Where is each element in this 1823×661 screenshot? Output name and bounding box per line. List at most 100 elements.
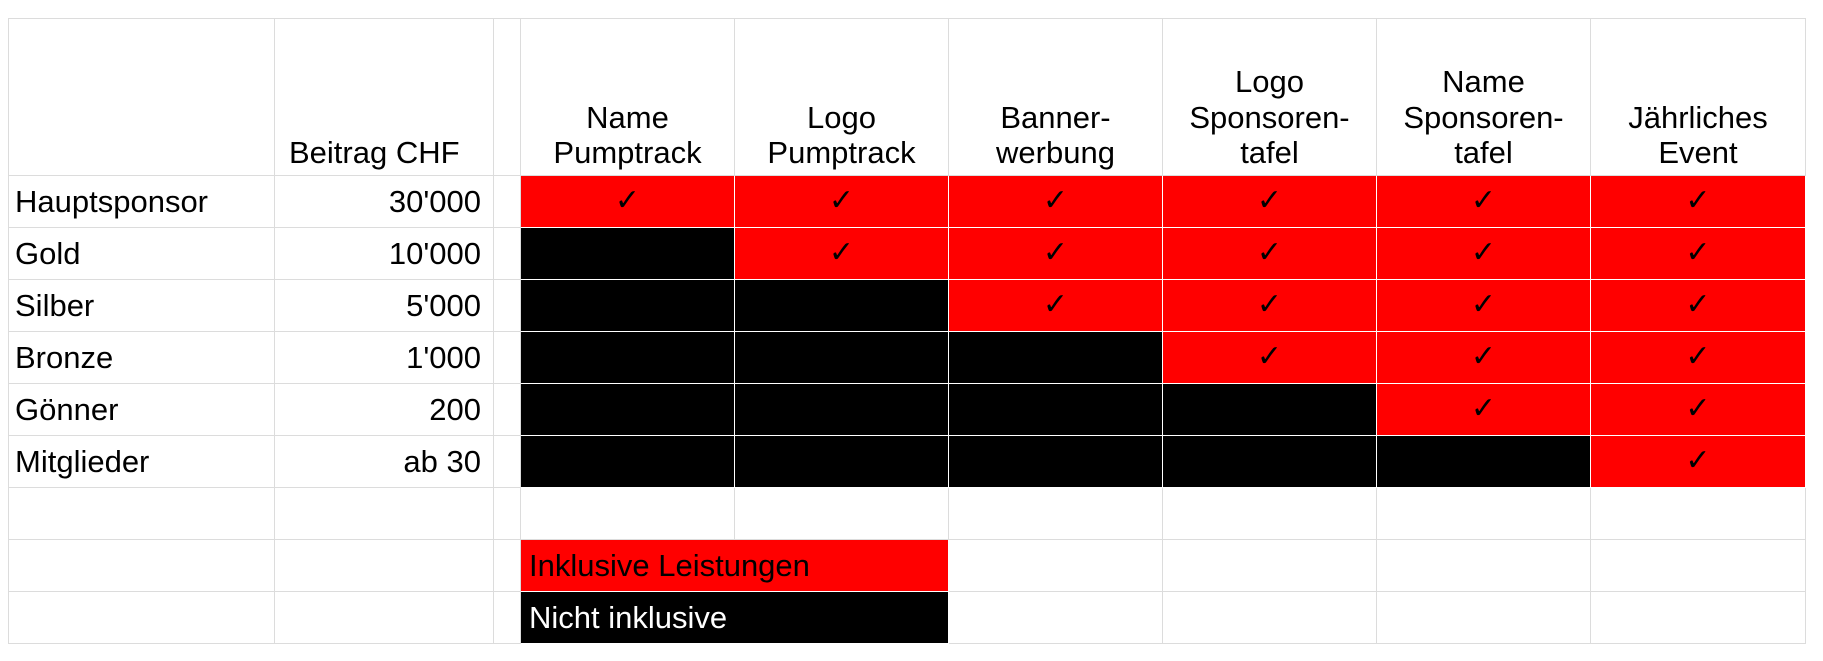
feature-cell[interactable] (734, 279, 949, 332)
header-feature-logo-pumptrack[interactable]: Logo Pumptrack (734, 18, 949, 176)
check-icon: ✓ (1470, 392, 1497, 426)
empty-cell[interactable] (948, 487, 1163, 540)
empty-cell[interactable] (1590, 591, 1806, 644)
feature-cell[interactable] (1162, 435, 1377, 488)
tier-name[interactable]: Bronze (8, 331, 275, 384)
empty-cell[interactable] (1376, 591, 1591, 644)
feature-cell[interactable]: ✓ (1590, 175, 1806, 228)
tier-row-silber: Silber 5'000 ✓ ✓ ✓ ✓ (8, 279, 1806, 332)
tier-amount[interactable]: 30'000 (274, 175, 494, 228)
legend-excluded[interactable]: Nicht inklusive (520, 591, 949, 644)
spacer-cell[interactable] (493, 331, 521, 384)
feature-cell[interactable]: ✓ (734, 227, 949, 280)
feature-cell[interactable] (1162, 383, 1377, 436)
empty-cell[interactable] (274, 591, 494, 644)
tier-amount[interactable]: 200 (274, 383, 494, 436)
feature-cell[interactable]: ✓ (1376, 175, 1591, 228)
feature-cell[interactable] (1376, 435, 1591, 488)
empty-cell[interactable] (1162, 591, 1377, 644)
tier-amount[interactable]: 10'000 (274, 227, 494, 280)
feature-cell[interactable] (520, 435, 735, 488)
header-line: tafel (1454, 135, 1513, 171)
feature-cell[interactable]: ✓ (1376, 331, 1591, 384)
feature-cell[interactable]: ✓ (1590, 279, 1806, 332)
feature-cell[interactable]: ✓ (1162, 227, 1377, 280)
feature-cell[interactable] (520, 383, 735, 436)
feature-cell[interactable]: ✓ (1162, 331, 1377, 384)
empty-cell[interactable] (1590, 487, 1806, 540)
tier-name[interactable]: Gold (8, 227, 275, 280)
check-icon: ✓ (828, 236, 855, 270)
empty-cell[interactable] (948, 591, 1163, 644)
feature-cell[interactable] (734, 331, 949, 384)
spacer-cell[interactable] (493, 175, 521, 228)
empty-cell[interactable] (1162, 487, 1377, 540)
feature-cell[interactable] (948, 331, 1163, 384)
feature-cell[interactable] (520, 279, 735, 332)
spacer-cell[interactable] (493, 227, 521, 280)
check-icon: ✓ (1256, 236, 1283, 270)
feature-cell[interactable]: ✓ (1590, 435, 1806, 488)
feature-cell[interactable]: ✓ (948, 279, 1163, 332)
feature-cell[interactable]: ✓ (1590, 227, 1806, 280)
empty-cell[interactable] (948, 539, 1163, 592)
corner-cell[interactable] (8, 18, 275, 176)
empty-cell[interactable] (1376, 539, 1591, 592)
feature-cell[interactable] (520, 331, 735, 384)
empty-cell[interactable] (8, 539, 275, 592)
feature-cell[interactable]: ✓ (948, 227, 1163, 280)
feature-cell[interactable]: ✓ (1376, 279, 1591, 332)
spacer-cell[interactable] (493, 18, 521, 176)
feature-cell[interactable]: ✓ (1162, 175, 1377, 228)
header-feature-name-sponsorentafel[interactable]: Name Sponsoren- tafel (1376, 18, 1591, 176)
header-feature-jaehrliches-event[interactable]: Jährliches Event (1590, 18, 1806, 176)
check-icon: ✓ (1042, 288, 1069, 322)
spacer-cell[interactable] (493, 279, 521, 332)
legend-included[interactable]: Inklusive Leistungen (520, 539, 949, 592)
feature-cell[interactable] (948, 435, 1163, 488)
header-amount[interactable]: Beitrag CHF (274, 18, 494, 176)
check-icon: ✓ (1470, 184, 1497, 218)
feature-cell[interactable]: ✓ (1376, 227, 1591, 280)
tier-name[interactable]: Hauptsponsor (8, 175, 275, 228)
tier-row-bronze: Bronze 1'000 ✓ ✓ ✓ (8, 331, 1806, 384)
tier-amount[interactable]: ab 30 (274, 435, 494, 488)
empty-cell[interactable] (8, 487, 275, 540)
empty-cell[interactable] (493, 591, 521, 644)
header-feature-logo-sponsorentafel[interactable]: Logo Sponsoren- tafel (1162, 18, 1377, 176)
feature-cell[interactable] (948, 383, 1163, 436)
empty-cell[interactable] (493, 487, 521, 540)
empty-cell[interactable] (520, 487, 735, 540)
check-icon: ✓ (1470, 236, 1497, 270)
feature-cell[interactable] (734, 383, 949, 436)
feature-cell[interactable]: ✓ (1590, 383, 1806, 436)
check-icon: ✓ (1256, 184, 1283, 218)
tier-row-gold: Gold 10'000 ✓ ✓ ✓ ✓ ✓ (8, 227, 1806, 280)
empty-cell[interactable] (274, 487, 494, 540)
empty-cell[interactable] (274, 539, 494, 592)
feature-cell[interactable] (520, 227, 735, 280)
feature-cell[interactable] (734, 435, 949, 488)
spacer-cell[interactable] (493, 383, 521, 436)
tier-name[interactable]: Silber (8, 279, 275, 332)
feature-cell[interactable]: ✓ (520, 175, 735, 228)
empty-cell[interactable] (1162, 539, 1377, 592)
empty-cell[interactable] (493, 539, 521, 592)
empty-cell[interactable] (1376, 487, 1591, 540)
feature-cell[interactable]: ✓ (1376, 383, 1591, 436)
tier-amount[interactable]: 5'000 (274, 279, 494, 332)
header-feature-name-pumptrack[interactable]: Name Pumptrack (520, 18, 735, 176)
check-icon: ✓ (1685, 444, 1711, 478)
spacer-cell[interactable] (493, 435, 521, 488)
feature-cell[interactable]: ✓ (1162, 279, 1377, 332)
feature-cell[interactable]: ✓ (1590, 331, 1806, 384)
tier-amount[interactable]: 1'000 (274, 331, 494, 384)
feature-cell[interactable]: ✓ (948, 175, 1163, 228)
header-feature-bannerwerbung[interactable]: Banner- werbung (948, 18, 1163, 176)
empty-cell[interactable] (1590, 539, 1806, 592)
tier-name[interactable]: Gönner (8, 383, 275, 436)
tier-name[interactable]: Mitglieder (8, 435, 275, 488)
empty-cell[interactable] (8, 591, 275, 644)
empty-cell[interactable] (734, 487, 949, 540)
feature-cell[interactable]: ✓ (734, 175, 949, 228)
